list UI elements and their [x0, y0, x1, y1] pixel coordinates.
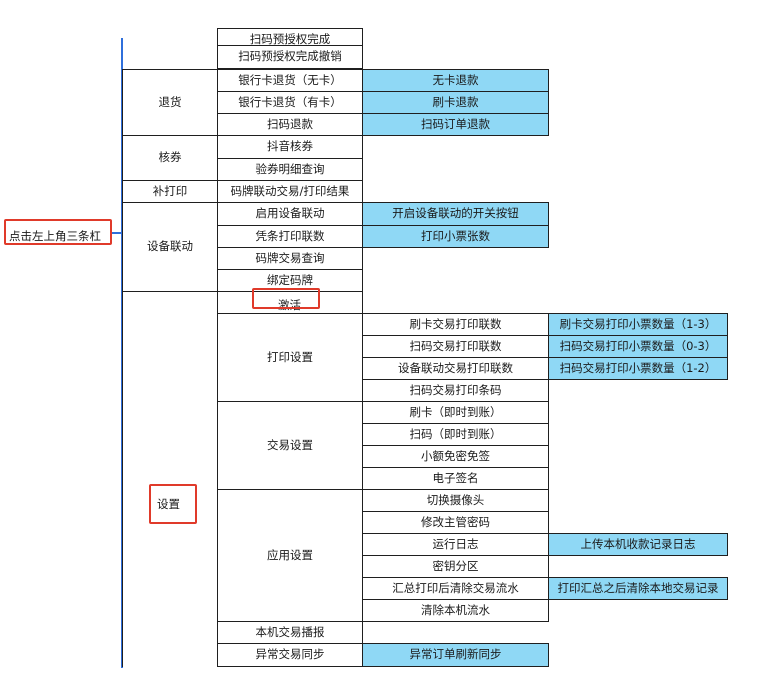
print-scan-barcode-item: 扫码交易打印条码	[362, 379, 549, 402]
trade-e-signature-item: 电子签名	[362, 467, 549, 490]
refund-no-card-sub: 无卡退款	[362, 69, 549, 92]
trade-scan-instant-item: 扫码（即时到账）	[362, 423, 549, 446]
trade-card-instant-item: 刷卡（即时到账）	[362, 401, 549, 424]
app-key-partition-item: 密钥分区	[362, 555, 549, 578]
linkage-enable-item: 启用设备联动	[217, 202, 363, 226]
refund-swipe-card-sub: 刷卡退款	[362, 91, 549, 114]
settings-label: 设置	[157, 497, 180, 511]
settings-highlight-box	[149, 484, 197, 524]
device-linkage-category: 设备联动	[122, 202, 218, 292]
app-clear-summary-sub: 打印汇总之后清除本地交易记录	[548, 577, 728, 600]
linkage-qr-trade-query-item: 码牌交易查询	[217, 247, 363, 270]
print-scan-count-sub: 扫码交易打印小票数量（0-3）	[548, 335, 728, 358]
scan-preauth-complete-undo-item: 扫码预授权完成撤销	[217, 45, 363, 69]
app-upload-log-sub: 上传本机收款记录日志	[548, 533, 728, 556]
reprint-category: 补打印	[122, 180, 218, 203]
app-switch-camera-item: 切换摄像头	[362, 489, 549, 512]
voucher-douyin-item: 抖音核券	[217, 135, 363, 159]
print-card-copies-item: 刷卡交易打印联数	[362, 313, 549, 336]
print-card-count-sub: 刷卡交易打印小票数量（1-3）	[548, 313, 728, 336]
app-settings-category: 应用设置	[217, 489, 363, 622]
refund-bank-card-no-card-item: 银行卡退货（无卡）	[217, 69, 363, 92]
activate-highlight-box	[252, 288, 320, 309]
linkage-receipt-copies-item: 凭条打印联数	[217, 225, 363, 248]
linkage-receipt-count-sub: 打印小票张数	[362, 225, 549, 248]
app-clear-local-records-item: 清除本机流水	[362, 599, 549, 622]
tip-highlight-box	[4, 219, 112, 245]
print-scan-copies-item: 扫码交易打印联数	[362, 335, 549, 358]
refund-category: 退货	[122, 69, 218, 136]
refund-scan-item: 扫码退款	[217, 113, 363, 136]
scan-preauth-complete-item: 扫码预授权完成	[217, 28, 363, 46]
abnormal-trade-sync-item: 异常交易同步	[217, 643, 363, 667]
trade-settings-category: 交易设置	[217, 401, 363, 490]
print-linkage-copies-item: 设备联动交易打印联数	[362, 357, 549, 380]
app-run-log-item: 运行日志	[362, 533, 549, 556]
refund-bank-card-with-card-item: 银行卡退货（有卡）	[217, 91, 363, 114]
voucher-detail-query-item: 验券明细查询	[217, 158, 363, 181]
settings-category	[122, 291, 218, 667]
trade-small-amount-item: 小额免密免签	[362, 445, 549, 468]
print-linkage-count-sub: 扫码交易打印小票数量（1-2）	[548, 357, 728, 380]
reprint-qr-linkage-item: 码牌联动交易/打印结果	[217, 180, 363, 203]
app-change-password-item: 修改主管密码	[362, 511, 549, 534]
refund-scan-order-sub: 扫码订单退款	[362, 113, 549, 136]
tree-branch-line	[112, 232, 122, 234]
local-trade-broadcast-item: 本机交易播报	[217, 621, 363, 644]
voucher-category: 核券	[122, 135, 218, 181]
abnormal-order-refresh-sub: 异常订单刷新同步	[362, 643, 549, 667]
print-settings-category: 打印设置	[217, 313, 363, 402]
app-clear-after-summary-item: 汇总打印后清除交易流水	[362, 577, 549, 600]
tip-open-menu-text: 点击左上角三条杠	[9, 229, 101, 243]
linkage-switch-sub: 开启设备联动的开关按钮	[362, 202, 549, 226]
